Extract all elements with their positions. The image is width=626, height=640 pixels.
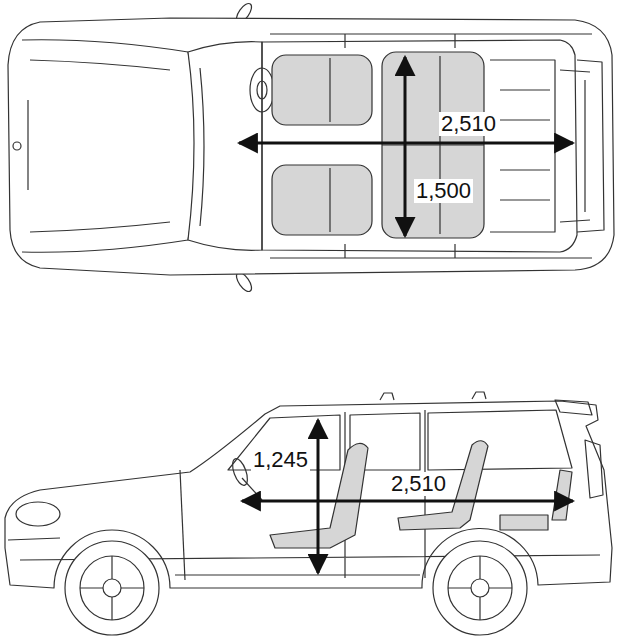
dimension-label: 2,510 bbox=[389, 472, 448, 496]
dimension-label: 1,245 bbox=[251, 448, 310, 472]
dimension-label: 2,510 bbox=[439, 112, 498, 136]
dimension-label: 1,500 bbox=[414, 179, 473, 203]
